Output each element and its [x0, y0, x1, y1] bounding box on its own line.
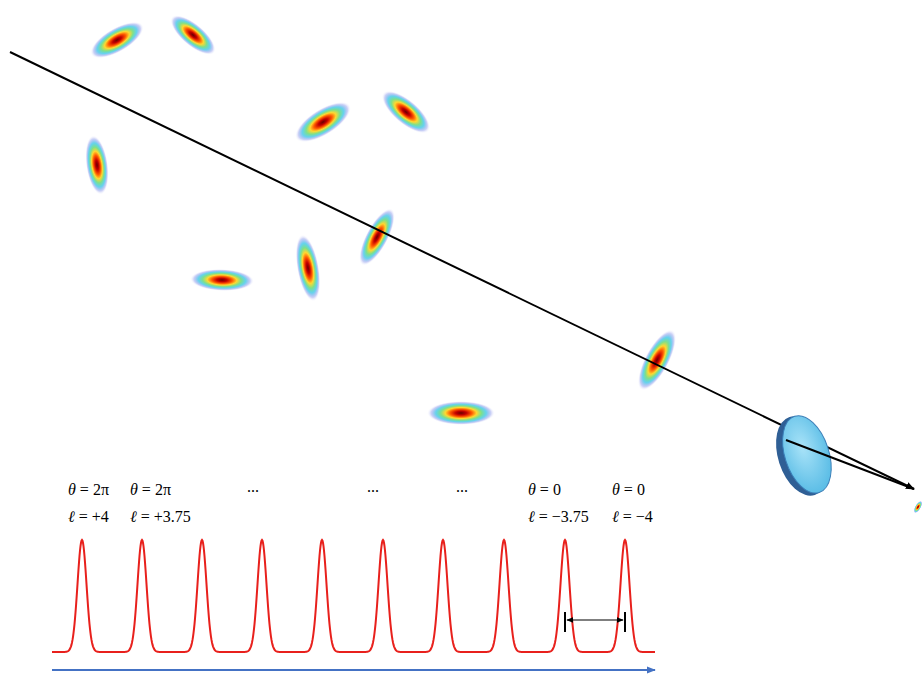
intensity-blob [291, 233, 324, 304]
pulse-label: ℓ = −4 [612, 508, 653, 526]
tick-mark [624, 612, 626, 632]
intensity-blob [289, 94, 357, 150]
beam-ray-front [786, 440, 914, 489]
spacing-arrow [567, 619, 623, 620]
intensity-blob [85, 15, 149, 66]
time-axis [52, 669, 655, 671]
pulse-label: ... [367, 478, 379, 496]
intensity-blob [630, 324, 683, 395]
intensity-blob [427, 401, 495, 425]
beam-ray [10, 52, 914, 489]
pulse-label: ... [247, 478, 259, 496]
pulse-label: θ = 2π [130, 481, 171, 499]
intensity-blob [190, 268, 255, 292]
pulse-label: θ = 0 [528, 481, 561, 499]
pulse-label: θ = 0 [612, 481, 645, 499]
intensity-blob [82, 134, 112, 196]
output-blob [912, 499, 924, 514]
pulse-train [52, 540, 655, 652]
pulse-label: ℓ = −3.75 [528, 508, 589, 526]
intensity-blob [375, 84, 436, 141]
pulse-label: ... [456, 478, 468, 496]
pulse-label: ℓ = +3.75 [130, 508, 191, 526]
pulse-label: ℓ = +4 [68, 508, 109, 526]
tick-mark [564, 612, 566, 632]
intensity-blobs [82, 9, 684, 425]
intensity-blob [164, 9, 221, 62]
lens [767, 409, 841, 503]
pulse-label: θ = 2π [68, 481, 109, 499]
